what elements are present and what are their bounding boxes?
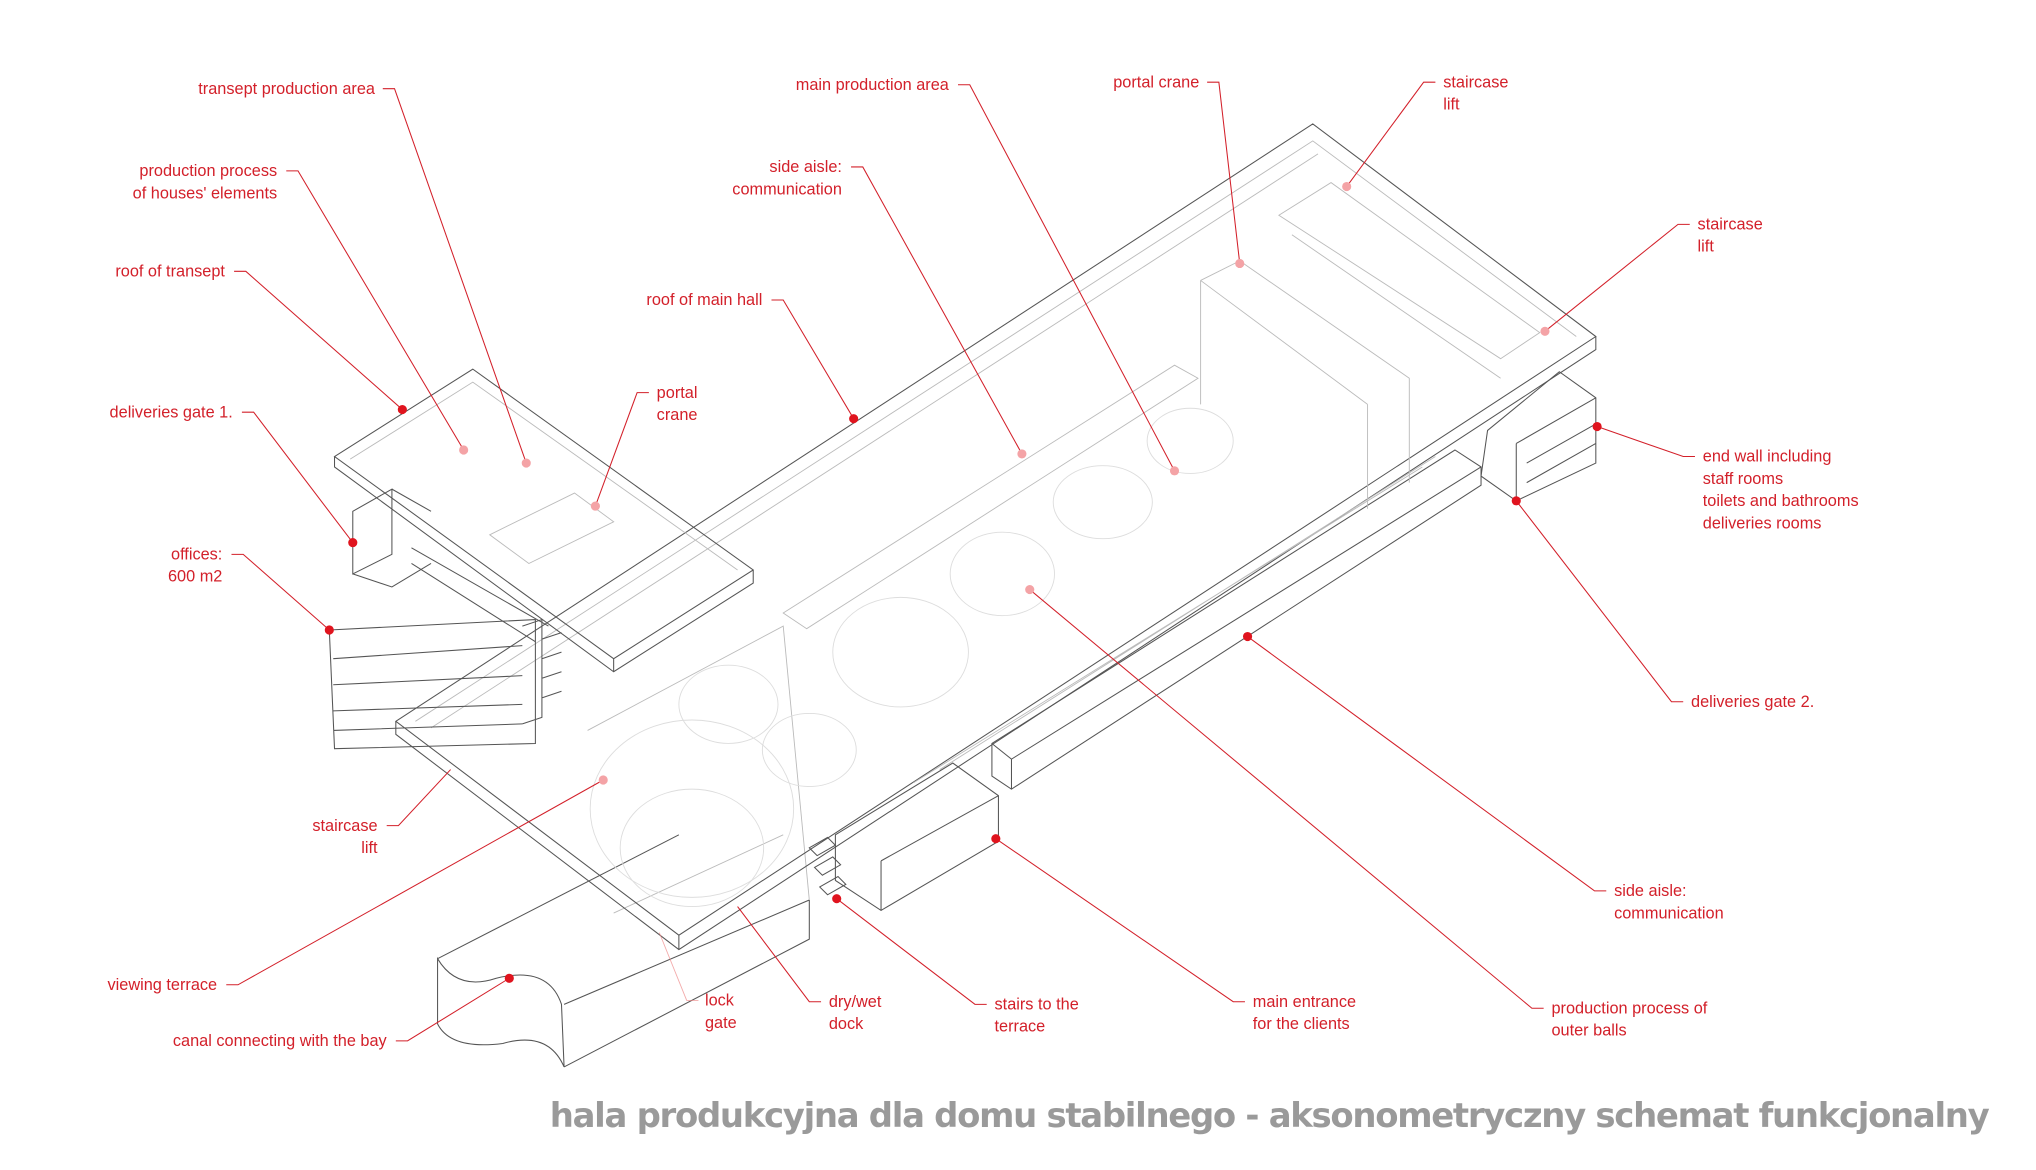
label-offices: offices: 600 m2 [168, 546, 222, 586]
label-portal-crane-transept: portal crane [657, 384, 698, 424]
label-line: canal connecting with the bay [173, 1032, 388, 1050]
label-line: side aisle: [769, 158, 841, 176]
leader-dots [324, 181, 1602, 983]
label-line: communication [1614, 904, 1724, 922]
canal [437, 834, 810, 1068]
label-staircase-lift-top: staircase lift [1443, 73, 1508, 113]
label-line: staircase [1698, 216, 1763, 234]
label-roof-of-transept: roof of transept [115, 263, 225, 281]
label-line: for the clients [1253, 1015, 1350, 1033]
label-line: roof of main hall [646, 291, 762, 309]
label-line: staff rooms [1703, 470, 1783, 488]
label-production-process-houses: production process of houses' elements [133, 162, 277, 202]
label-lock-gate: lock gate [705, 992, 737, 1032]
label-line: crane [657, 406, 698, 424]
label-viewing-terrace: viewing terrace [108, 976, 218, 994]
label-line: offices: [171, 546, 222, 564]
label-line: deliveries rooms [1703, 514, 1822, 532]
label-line: terrace [995, 1018, 1046, 1036]
label-side-aisle-top: side aisle: communication [732, 158, 842, 198]
label-transept-production-area: transept production area [198, 80, 376, 98]
label-canal: canal connecting with the bay [173, 1032, 388, 1050]
label-line: toilets and bathrooms [1703, 492, 1859, 510]
label-dry-wet-dock: dry/wet dock [829, 993, 882, 1033]
end-wall-block [1480, 371, 1597, 502]
label-roof-of-main-hall: roof of main hall [646, 291, 762, 309]
label-line: transept production area [198, 80, 376, 98]
main-hall-roof [394, 123, 1597, 951]
label-line: main production area [796, 76, 950, 94]
label-line: production process of [1551, 999, 1707, 1017]
label-line: side aisle: [1614, 882, 1686, 900]
label-line: stairs to the [995, 996, 1079, 1014]
label-line: viewing terrace [108, 976, 218, 994]
label-production-outer-balls: production process of outer balls [1551, 999, 1707, 1039]
offices-block [328, 619, 536, 750]
label-line: deliveries gate 1. [110, 403, 233, 421]
label-line: roof of transept [115, 263, 225, 281]
diagram-title: hala produkcyjna dla domu stabilnego - a… [550, 1096, 1990, 1135]
label-line: dock [829, 1015, 864, 1033]
label-line: staircase [312, 817, 377, 835]
label-end-wall: end wall including staff rooms toilets a… [1703, 448, 1859, 533]
label-line: lift [1698, 238, 1715, 256]
label-line: lift [361, 839, 378, 857]
label-main-production-area: main production area [796, 76, 950, 94]
building-axonometry [328, 123, 1597, 1068]
label-line: gate [705, 1014, 737, 1032]
label-line: portal [657, 384, 698, 402]
label-line: end wall including [1703, 448, 1832, 466]
label-staircase-lift-left: staircase lift [312, 817, 378, 857]
label-line: lift [1443, 96, 1460, 114]
label-main-entrance: main entrance for the clients [1253, 993, 1356, 1033]
label-stairs-to-terrace: stairs to the terrace [995, 996, 1079, 1036]
label-line: communication [732, 180, 842, 198]
labels: transept production area production proc… [108, 73, 1859, 1050]
leader-lines [226, 81, 1695, 1042]
label-deliveries-gate-1: deliveries gate 1. [110, 403, 233, 421]
label-line: staircase [1443, 73, 1508, 91]
label-line: outer balls [1551, 1022, 1626, 1040]
label-side-aisle-right: side aisle: communication [1614, 882, 1724, 922]
label-line: dry/wet [829, 993, 882, 1011]
label-deliveries-gate-2: deliveries gate 2. [1691, 693, 1814, 711]
label-line: production process [139, 162, 277, 180]
label-line: main entrance [1253, 993, 1356, 1011]
side-aisle [991, 449, 1482, 790]
label-line: of houses' elements [133, 184, 277, 202]
label-line: 600 m2 [168, 568, 222, 586]
label-line: portal crane [1113, 73, 1199, 91]
label-staircase-lift-right: staircase lift [1698, 216, 1763, 256]
label-line: deliveries gate 2. [1691, 693, 1814, 711]
transept-roof [333, 368, 755, 673]
label-portal-crane-main: portal crane [1113, 73, 1199, 91]
label-line: lock [705, 992, 735, 1010]
